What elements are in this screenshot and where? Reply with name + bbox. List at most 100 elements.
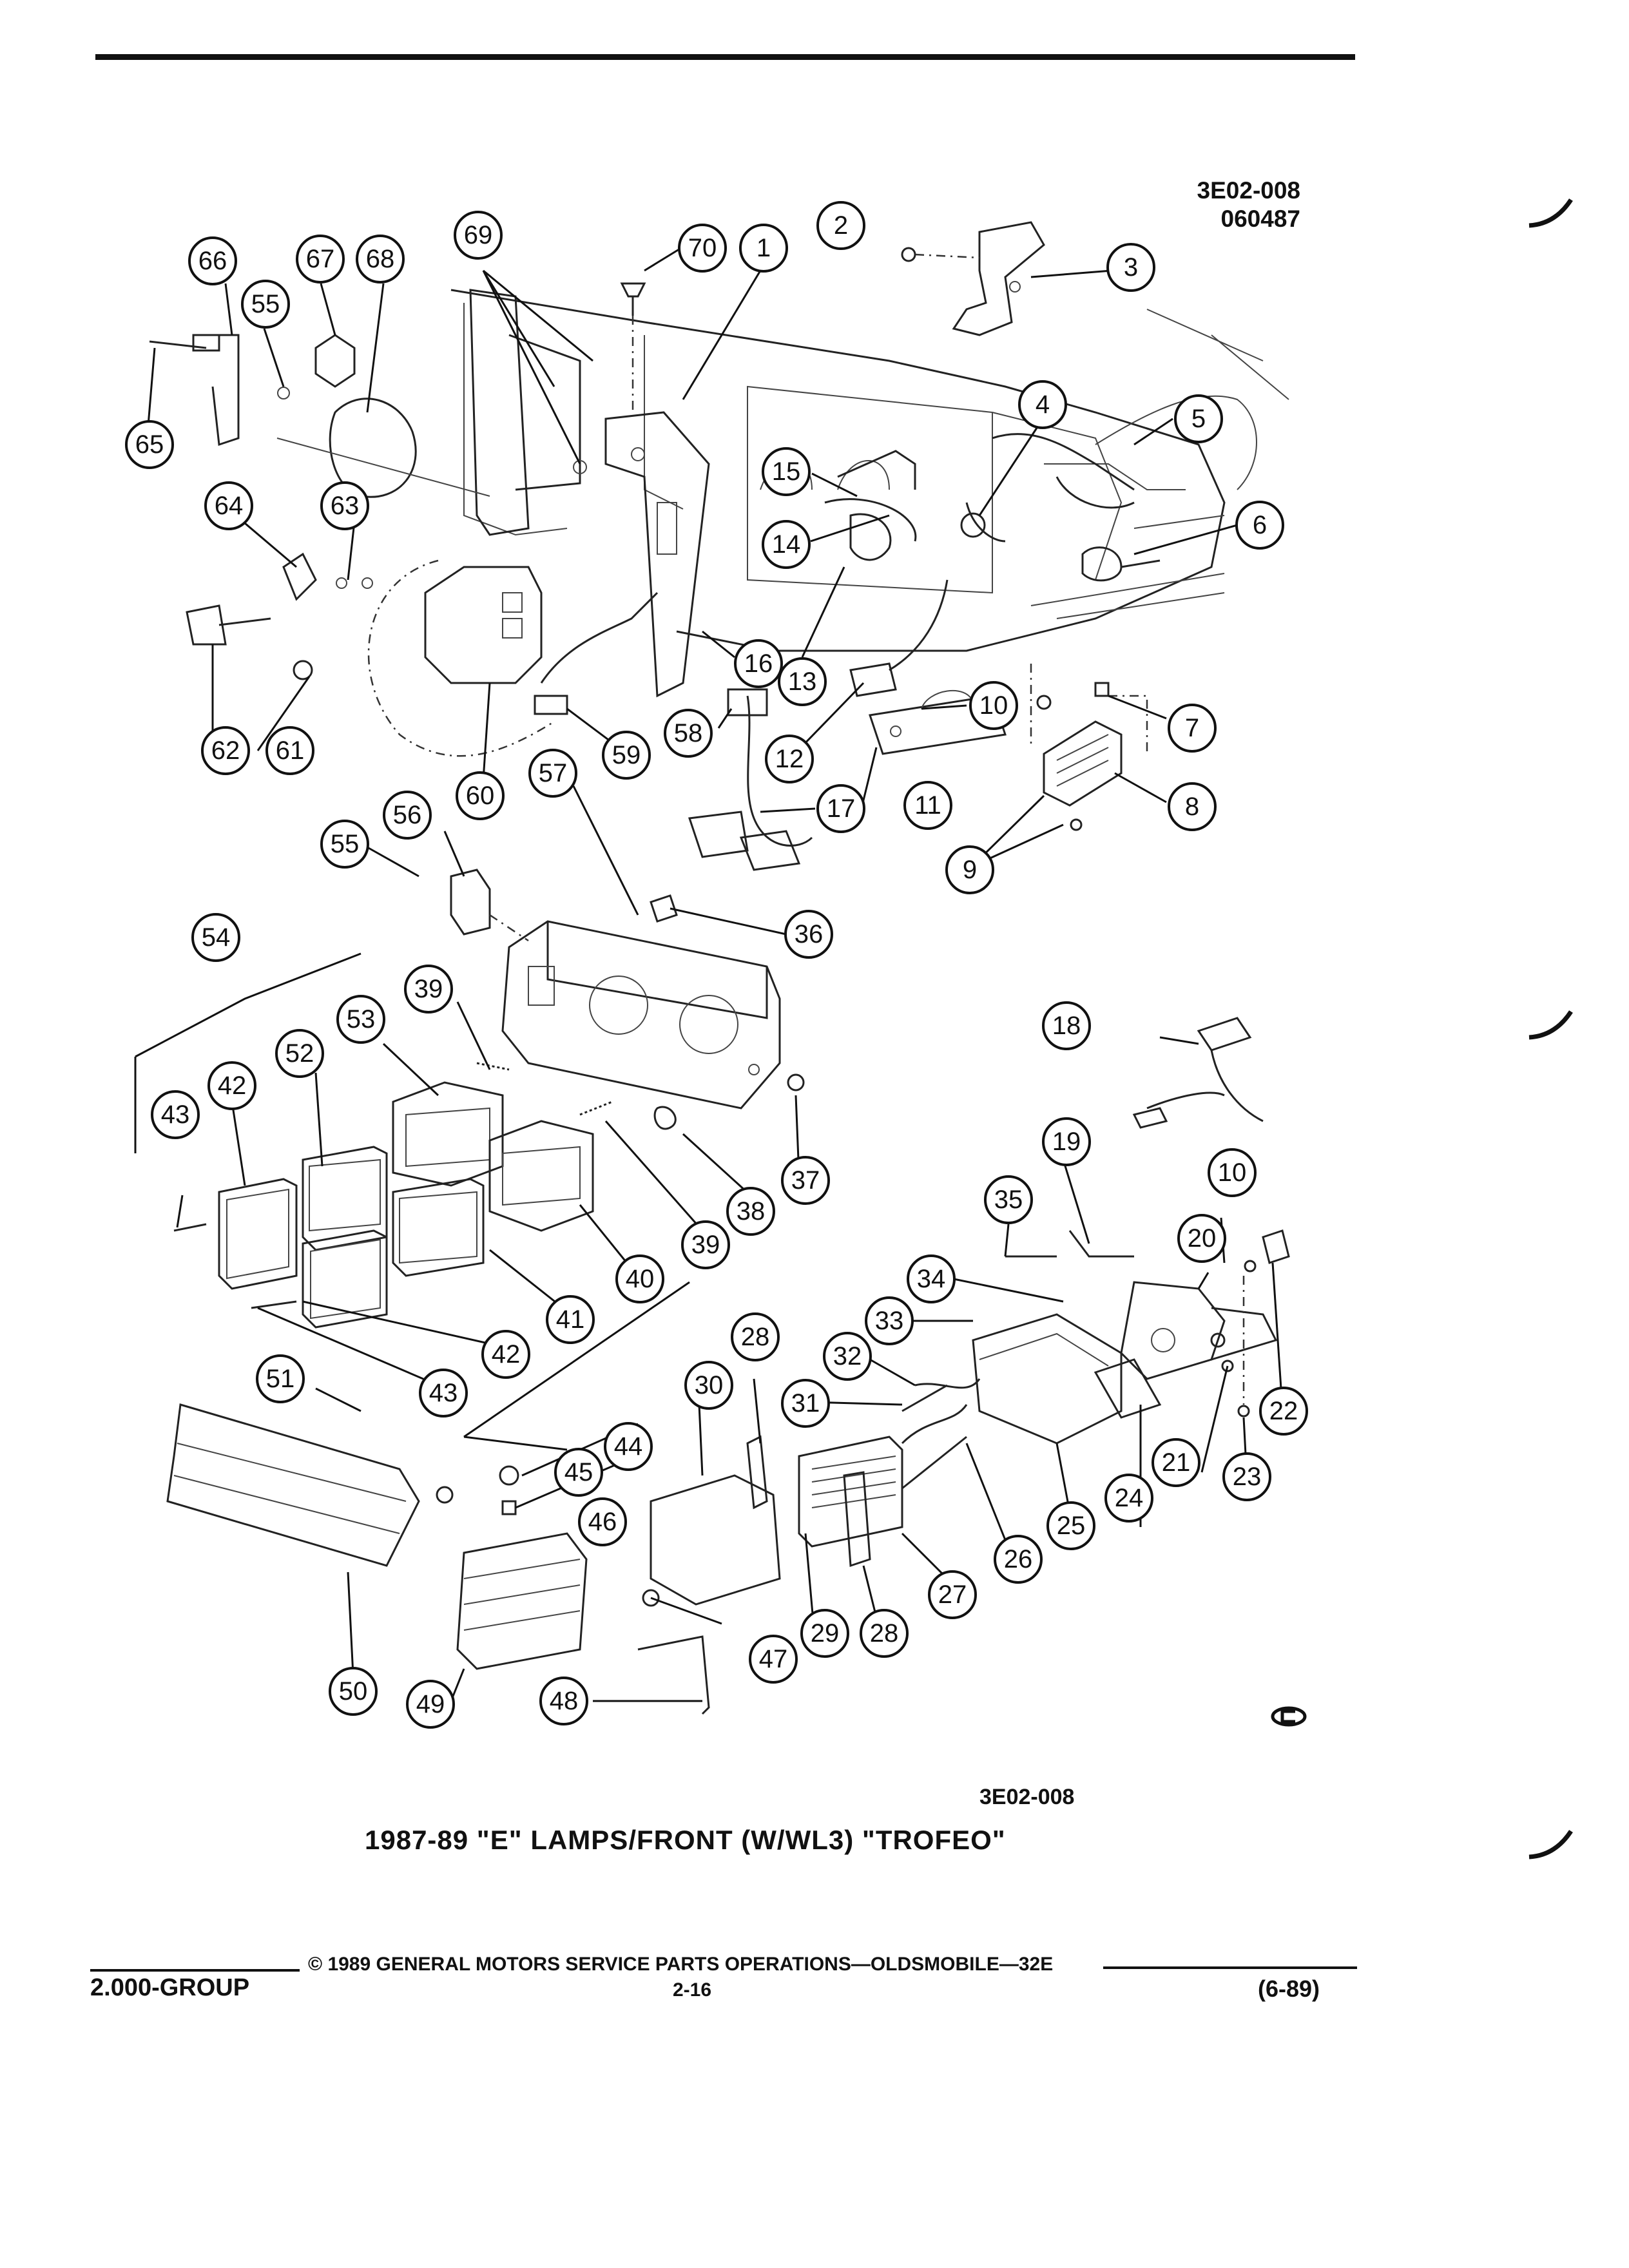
svg-text:53: 53 xyxy=(347,1005,376,1033)
callout-43: 43 xyxy=(151,1090,200,1139)
svg-text:4: 4 xyxy=(1036,390,1050,419)
svg-text:20: 20 xyxy=(1188,1224,1217,1253)
group-brackets xyxy=(134,952,690,1451)
svg-text:29: 29 xyxy=(811,1619,840,1648)
svg-text:59: 59 xyxy=(612,741,641,769)
callout-70: 70 xyxy=(678,224,727,273)
callout-1: 1 xyxy=(739,224,788,273)
callout-37: 37 xyxy=(781,1156,830,1205)
callout-61: 61 xyxy=(265,726,314,775)
svg-text:45: 45 xyxy=(564,1458,593,1486)
svg-text:10: 10 xyxy=(979,691,1008,720)
callout-14: 14 xyxy=(762,520,811,569)
lamp-housing-57 xyxy=(450,869,781,1110)
callout-16: 16 xyxy=(734,639,783,688)
callout-11: 11 xyxy=(903,781,952,830)
svg-text:1: 1 xyxy=(757,234,771,262)
callout-10: 10 xyxy=(969,681,1018,730)
exploded-parts-diagram: 1 2 3 4 5 6 7 8 9 10 11 12 13 14 15 16 1… xyxy=(125,201,1308,1729)
callout-28: 28 xyxy=(731,1312,780,1361)
svg-text:66: 66 xyxy=(198,247,227,275)
callout-3: 3 xyxy=(1106,243,1155,292)
svg-text:47: 47 xyxy=(759,1645,788,1673)
callout-66: 66 xyxy=(188,236,237,285)
callout-47: 47 xyxy=(749,1635,798,1684)
svg-text:58: 58 xyxy=(674,719,703,747)
callout-25: 25 xyxy=(1046,1501,1095,1550)
callout-55: 55 xyxy=(241,280,290,329)
gm-c-logo-icon xyxy=(1271,1706,1307,1727)
harness-18 xyxy=(1132,1017,1264,1129)
callout-24: 24 xyxy=(1104,1474,1153,1523)
svg-text:55: 55 xyxy=(251,290,280,318)
screw-70 xyxy=(620,282,646,412)
svg-text:39: 39 xyxy=(691,1231,720,1259)
svg-text:52: 52 xyxy=(285,1039,314,1068)
svg-text:2: 2 xyxy=(834,211,848,240)
figure-code-footer: 3E02-008 xyxy=(979,1785,1075,1809)
figure-code-header: 3E02-008 060487 xyxy=(1197,177,1300,233)
callout-50: 50 xyxy=(329,1667,378,1716)
svg-text:65: 65 xyxy=(135,430,164,459)
callout-45: 45 xyxy=(554,1448,603,1497)
footer-rule-right xyxy=(1103,1966,1357,1969)
svg-text:17: 17 xyxy=(827,794,856,823)
footer-group-label: 2.000-GROUP xyxy=(90,1974,250,2001)
lower-lamps xyxy=(166,1403,710,1715)
headlamp-assembly xyxy=(173,1062,805,1329)
adjuster-assembly xyxy=(149,334,490,680)
callout-34: 34 xyxy=(907,1254,956,1303)
svg-text:7: 7 xyxy=(1185,714,1199,742)
callout-53: 53 xyxy=(336,995,385,1044)
callouts: 1 2 3 4 5 6 7 8 9 10 11 12 13 14 15 16 1… xyxy=(125,201,1308,1729)
svg-text:18: 18 xyxy=(1052,1012,1081,1040)
callout-59: 59 xyxy=(602,731,651,780)
callout-32: 32 xyxy=(823,1332,872,1381)
callout-48: 48 xyxy=(539,1677,588,1725)
svg-text:40: 40 xyxy=(626,1265,655,1293)
svg-text:43: 43 xyxy=(161,1100,190,1129)
callout-35: 35 xyxy=(984,1175,1033,1224)
svg-text:35: 35 xyxy=(994,1186,1023,1214)
svg-text:28: 28 xyxy=(870,1619,899,1648)
svg-text:42: 42 xyxy=(218,1072,247,1100)
callout-9: 9 xyxy=(945,845,994,894)
callout-55b: 55 xyxy=(320,820,369,869)
svg-text:50: 50 xyxy=(339,1677,368,1706)
svg-text:16: 16 xyxy=(744,649,773,678)
svg-text:25: 25 xyxy=(1057,1512,1086,1540)
callout-28b: 28 xyxy=(860,1609,909,1658)
svg-text:30: 30 xyxy=(695,1371,724,1399)
svg-text:62: 62 xyxy=(211,736,240,765)
figure-date-code: 060487 xyxy=(1220,206,1300,232)
svg-text:33: 33 xyxy=(875,1307,904,1335)
callout-46: 46 xyxy=(578,1497,627,1546)
svg-text:61: 61 xyxy=(276,736,305,765)
callout-29: 29 xyxy=(800,1609,849,1658)
svg-text:67: 67 xyxy=(306,245,335,273)
svg-text:60: 60 xyxy=(466,782,495,810)
svg-text:12: 12 xyxy=(775,745,804,773)
svg-text:41: 41 xyxy=(556,1305,585,1334)
svg-text:31: 31 xyxy=(791,1389,820,1418)
body-structure xyxy=(450,289,1289,652)
wiring-harness xyxy=(688,433,1161,871)
callout-52: 52 xyxy=(275,1029,324,1078)
svg-text:19: 19 xyxy=(1052,1128,1081,1156)
svg-text:39: 39 xyxy=(414,975,443,1003)
callout-13: 13 xyxy=(778,657,827,706)
binder-mark-icon xyxy=(1528,1010,1573,1040)
callout-63: 63 xyxy=(320,481,369,530)
footer-copyright: © 1989 GENERAL MOTORS SERVICE PARTS OPER… xyxy=(308,1954,1054,1975)
svg-text:11: 11 xyxy=(914,791,941,820)
svg-text:54: 54 xyxy=(202,923,231,952)
svg-text:57: 57 xyxy=(539,759,568,787)
callout-15: 15 xyxy=(762,447,811,496)
callout-44: 44 xyxy=(604,1422,653,1471)
fog-lamp-assembly xyxy=(650,1229,1290,1606)
svg-text:38: 38 xyxy=(737,1197,766,1225)
bracket-3 xyxy=(901,221,1045,336)
svg-text:48: 48 xyxy=(550,1687,579,1715)
svg-text:44: 44 xyxy=(614,1432,643,1461)
top-rule xyxy=(95,54,1355,60)
